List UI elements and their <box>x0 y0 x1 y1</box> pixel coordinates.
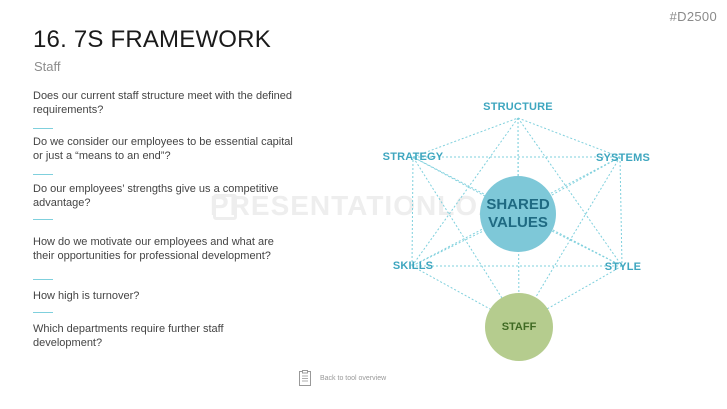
connector-line <box>518 156 621 326</box>
question-item: Which departments require further staff … <box>33 323 224 349</box>
seven-s-diagram: SHARED VALUES STAFF STRUCTURE STRATEGY S… <box>370 88 670 368</box>
staff-node: STAFF <box>485 293 553 361</box>
watermark: PRESENTATIONLOAD <box>210 190 521 221</box>
shared-values-label: SHARED VALUES <box>486 196 550 231</box>
skills-label: SKILLS <box>392 260 434 272</box>
question-item: Does our current staff structure meet wi… <box>33 90 293 116</box>
strategy-label: STRATEGY <box>382 151 444 163</box>
page-title: 16. 7S FRAMEWORK <box>33 26 271 53</box>
staff-label: STAFF <box>501 321 537 333</box>
connector-line <box>412 117 519 158</box>
style-label: STYLE <box>604 261 642 273</box>
connector-line <box>517 117 520 326</box>
page-subtitle: Staff <box>34 59 61 74</box>
back-to-overview-label[interactable]: Back to tool overview <box>320 374 387 382</box>
divider <box>33 279 53 280</box>
structure-label: STRUCTURE <box>483 101 553 113</box>
question-item: How high is turnover? <box>33 290 140 302</box>
divider <box>33 128 53 129</box>
connector-line <box>411 156 414 267</box>
question-item: Do we consider our employees to be essen… <box>33 136 293 162</box>
divider <box>33 219 53 220</box>
connector-line <box>619 156 623 267</box>
divider <box>33 312 53 313</box>
shared-values-node: SHARED VALUES <box>480 176 556 252</box>
watermark-logo-icon <box>213 194 237 220</box>
clipboard-icon <box>299 370 311 386</box>
question-item: How do we motivate our employees and wha… <box>33 236 274 262</box>
divider <box>33 174 53 175</box>
back-to-overview-link[interactable]: Back to tool overview <box>299 370 386 386</box>
question-item: Do our employees’ strengths give us a co… <box>33 183 279 209</box>
systems-label: SYSTEMS <box>596 152 650 164</box>
slide-code: #D2500 <box>669 9 717 24</box>
